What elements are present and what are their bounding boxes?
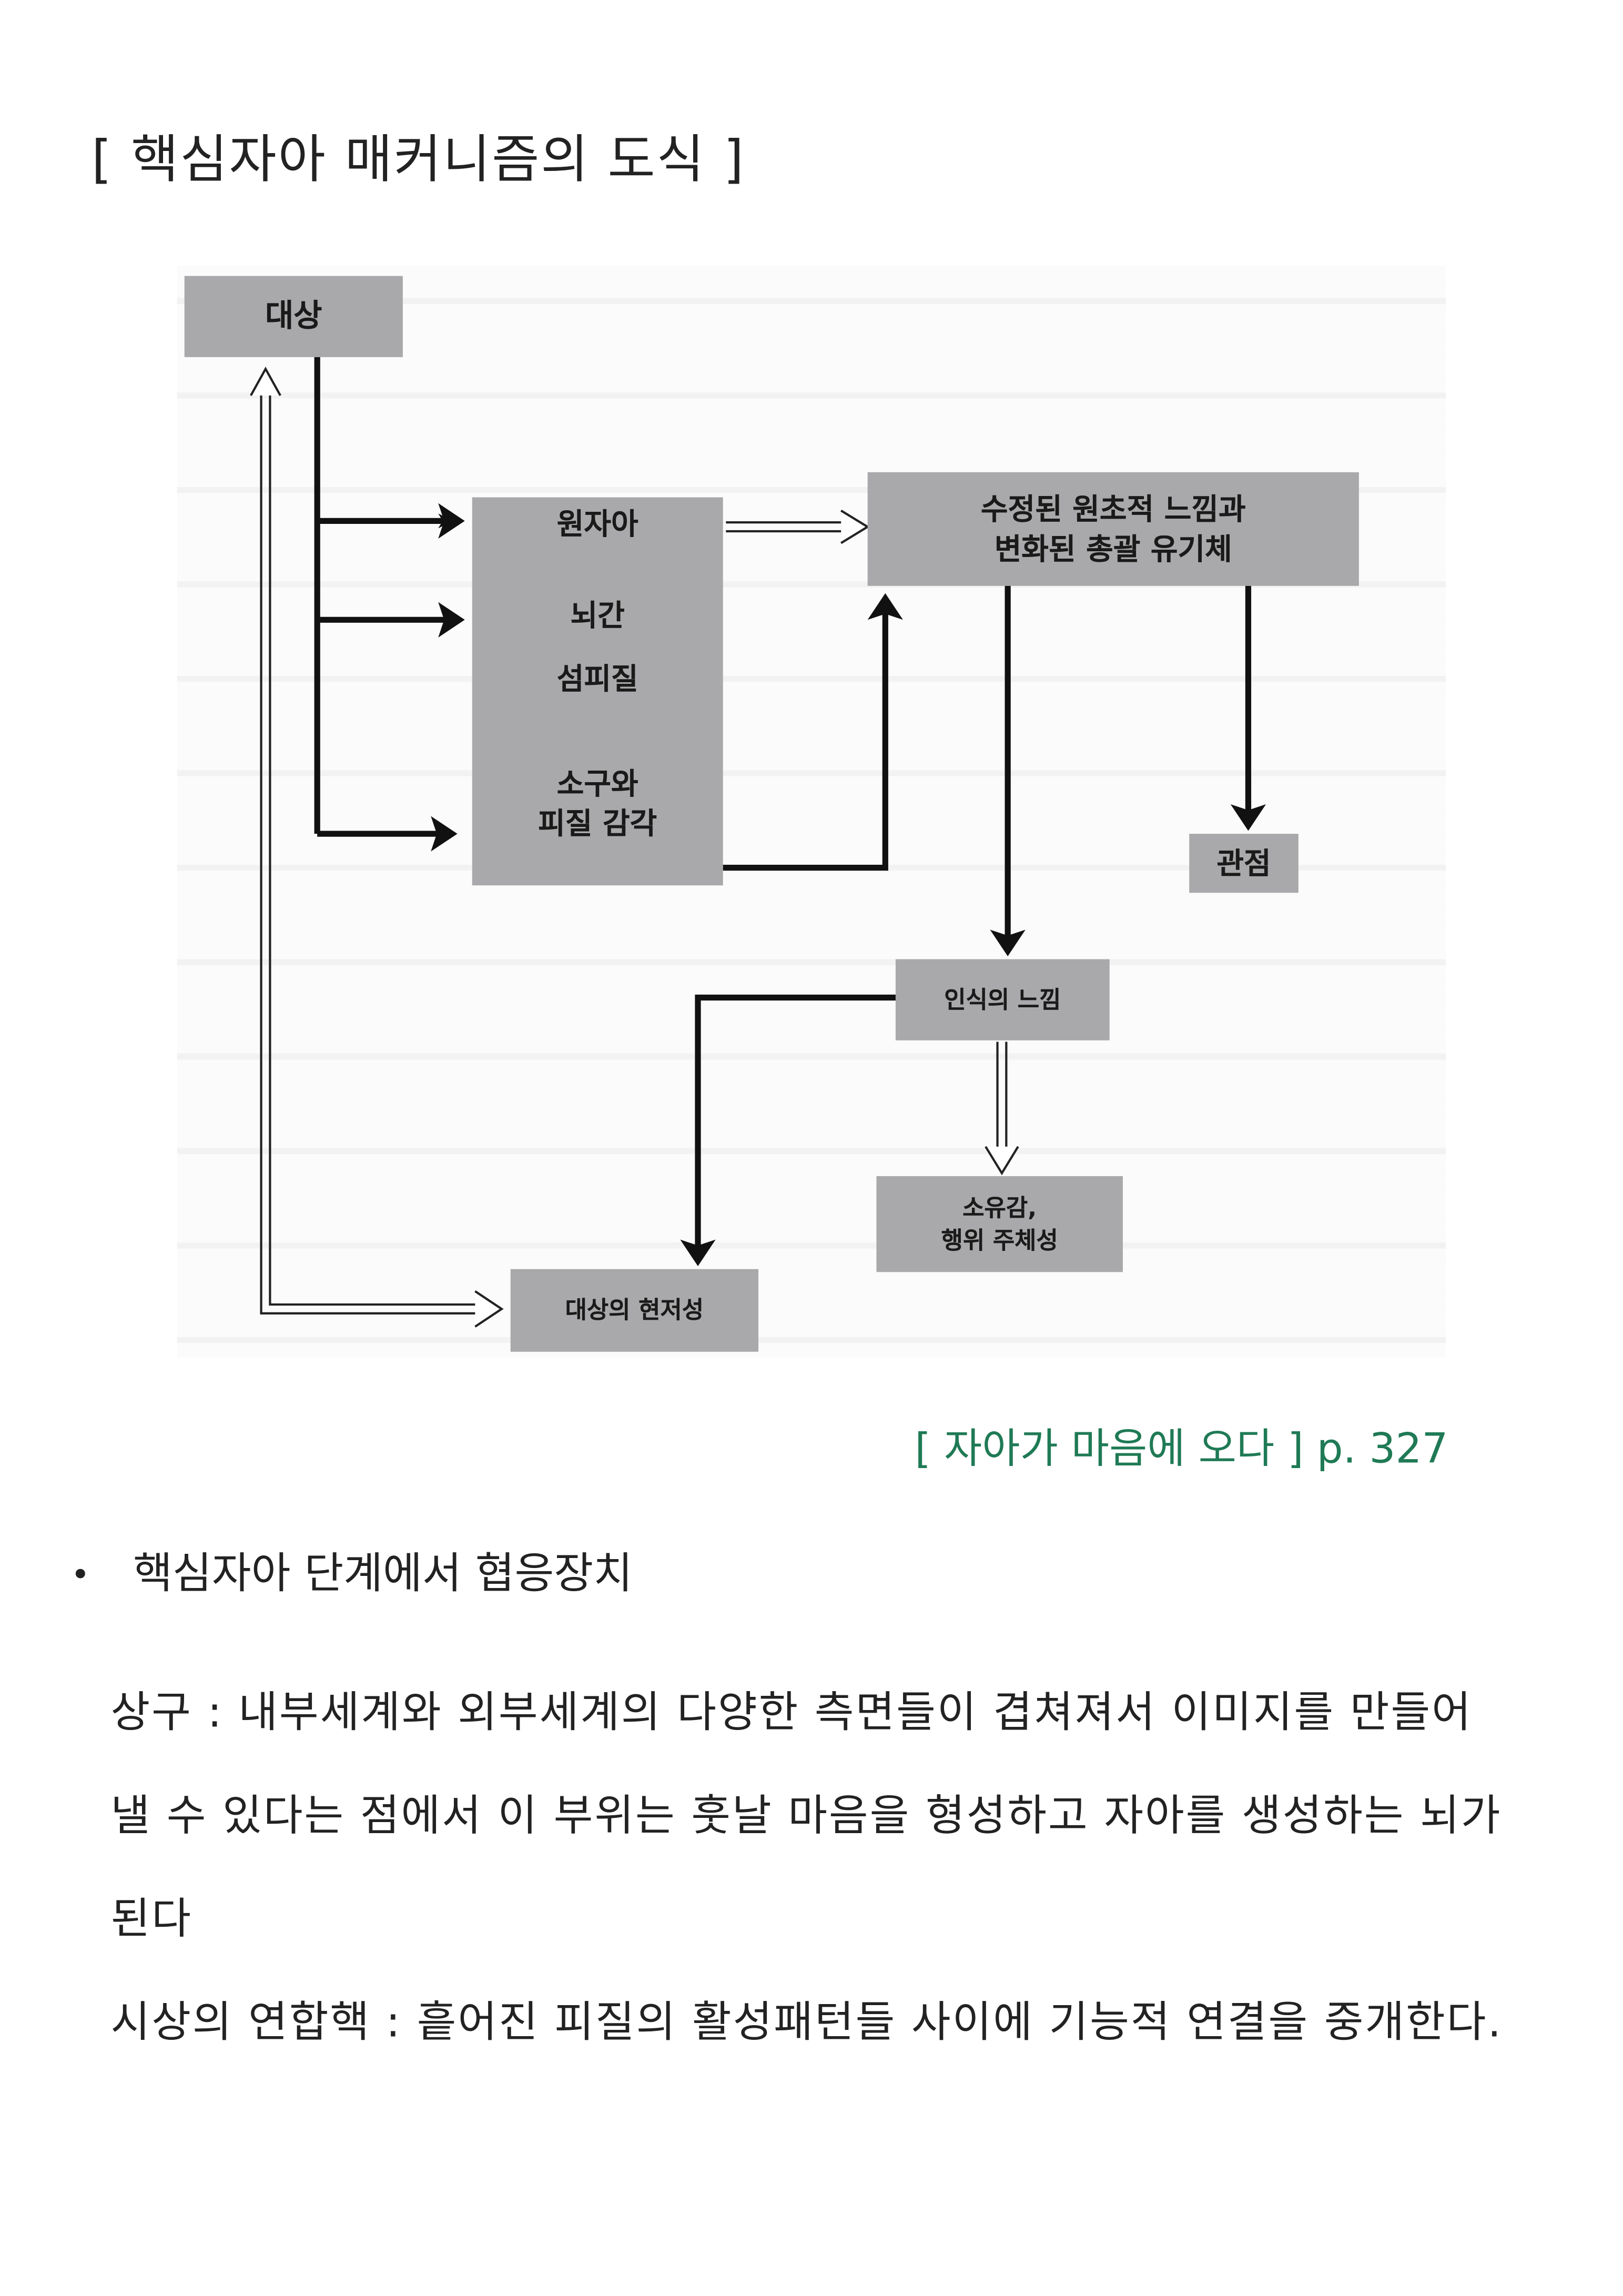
ownership-box: 소유감, 행위 주체성 [876,1176,1123,1272]
paragraph-line: 된다 [110,1893,192,1944]
salience-label: 대상의 현저성 [565,1296,704,1324]
arrowhead-icon [431,816,458,852]
ownership-line1: 소유감, [962,1193,1037,1222]
bullet-text: 핵심자아 단계에서 협응장치 [133,1547,633,1599]
object-box: 대상 [184,276,403,357]
processing-column-box: 원자아 뇌간 섬피질 소구와 피질 감각 [472,497,723,886]
hollow-arrowhead-icon [250,367,504,1328]
paragraph-line: 상구 : 내부세계와 외부세계의 다양한 측면들이 겹쳐져서 이미지를 만들어 [110,1686,1473,1737]
perspective-box: 관점 [1189,834,1299,893]
arrowhead-icon [867,593,903,620]
knowing-to-salience-line [695,994,896,1252]
arrowhead-icon [990,929,1026,956]
arrowhead-icon [1230,804,1266,831]
proto-self-label: 원자아 [556,506,638,542]
feeling-of-knowing-label: 인식의 느낌 [944,985,1061,1014]
brainstem-label: 뇌간 [570,598,625,633]
scan-background [177,265,1446,1358]
sensory-label-line1: 소구와 [556,766,638,802]
arrowhead-icon [438,602,465,638]
modified-line2: 변화된 총괄 유기체 [994,530,1232,566]
feedback-hollow-line [260,380,487,1314]
proto-to-modified-hollow-line [726,521,853,533]
ownership-line2: 행위 주체성 [941,1225,1058,1254]
salience-box: 대상의 현저성 [510,1269,759,1352]
object-label: 대상 [265,298,322,334]
arrowhead-icon [680,1239,716,1267]
bullet-item: • 핵심자아 단계에서 협응장치 [71,1539,633,1601]
arrowhead-icon [438,503,465,539]
paragraph-line: 낼 수 있다는 점에서 이 부위는 훗날 마음을 형성하고 자아를 생성하는 뇌… [110,1790,1502,1840]
perspective-label: 관점 [1216,845,1271,881]
bullet-icon: • [70,1557,90,1595]
hollow-arrowhead-icon [840,509,870,544]
source-caption: [ 자아가 마음에 오다 ] p. 327 [915,1424,1448,1473]
modified-feeling-box: 수정된 원초적 느낌과 변화된 총괄 유기체 [867,472,1359,586]
page-title: [ 핵심자아 매커니즘의 도식 ] [91,131,745,190]
sensory-to-modified-line [723,608,888,871]
modified-line1: 수정된 원초적 느낌과 [980,490,1246,527]
sensory-label-line2: 피질 감각 [538,805,657,842]
diagram-arrows [250,357,1266,1328]
feeling-of-knowing-box: 인식의 느낌 [895,959,1110,1040]
knowing-to-ownership-hollow-line [996,1041,1008,1159]
paragraph-line: 시상의 연합핵 : 흩어진 피질의 활성패턴들 사이에 기능적 연결을 중개한다… [110,1996,1503,2047]
insula-label: 섬피질 [556,661,638,697]
hollow-arrowhead-icon [985,1146,1019,1176]
